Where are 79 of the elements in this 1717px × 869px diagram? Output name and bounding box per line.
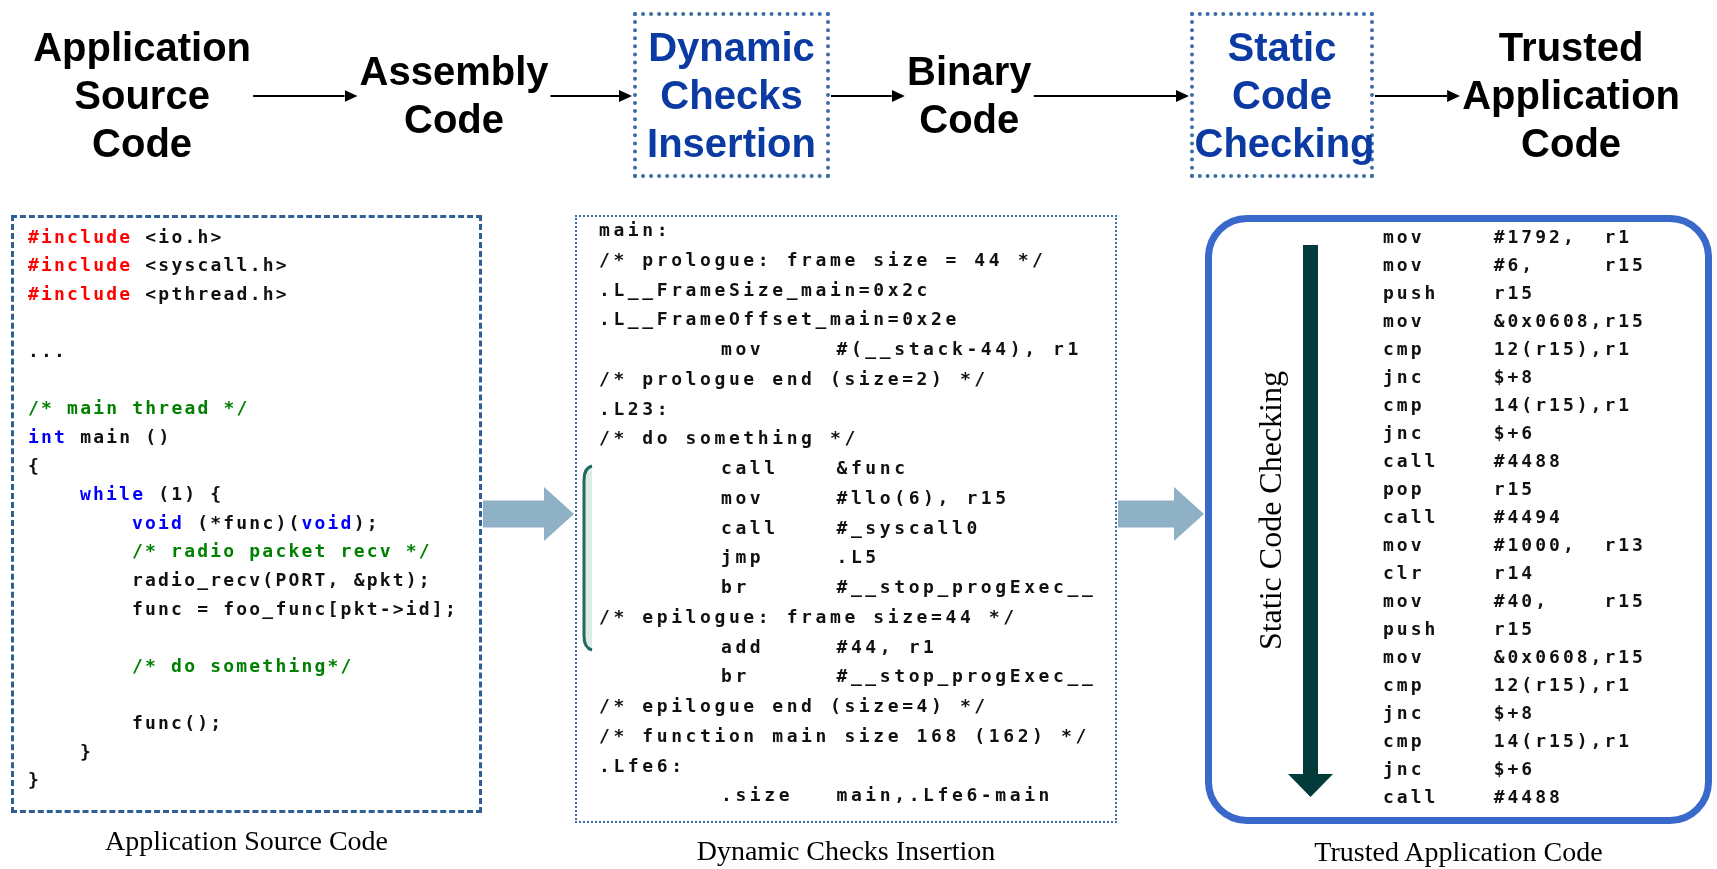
code-line: mov &0x0608,r15 [1383,309,1646,333]
arrow [1032,90,1189,102]
code-panel [11,215,482,813]
code-line: /* do something*/ [132,653,354,678]
process-box [633,12,830,178]
code-line: call #4494 [1383,505,1563,529]
code-line: jnc $+6 [1383,421,1536,445]
code-line: .L__FrameOffset_main=0x2e [599,307,960,332]
code-line: int main () [28,424,172,449]
code-line: void (*func)(void); [132,510,380,535]
code-line: call #4488 [1383,449,1563,473]
code-line: mov #(__stack-44), r1 [721,337,1082,362]
code-line: mov #llo(6), r15 [721,485,1010,510]
arrow [1374,90,1461,102]
node-label: Dynamic Checks Insertion [696,835,996,867]
code-line: cmp 12(r15),r1 [1383,673,1633,697]
code-line: /* do something */ [599,426,859,451]
code-line: .size main,.Lfe6-main [721,783,1054,808]
code-line: func(); [132,710,224,735]
process-box [1190,12,1374,178]
code-line: /* prologue end (size=2) */ [599,366,989,391]
code-line: mov #6, r15 [1383,253,1646,277]
code-line: func = foo_func[pkt->id]; [132,596,458,621]
code-line: clr r14 [1383,561,1536,585]
code-line: mov #1792, r1 [1383,225,1633,249]
stage-label: Assembly Code [358,10,550,180]
code-line: mov #1000, r13 [1383,533,1646,557]
box-label: Dynamic Checks Insertion [646,24,817,167]
code-line: br #__stop_progExec__ [721,575,1097,600]
code-line: /* epilogue: frame size=44 */ [599,604,1018,629]
code-line: .L23: [599,396,672,421]
code-line: jnc $+8 [1383,365,1536,389]
code-line: } [80,739,94,764]
node-label: Application Source Code [104,825,389,857]
code-line: mov #40, r15 [1383,589,1646,613]
code-line: add #44, r1 [721,634,938,659]
code-line: /* radio packet recv */ [132,539,432,564]
code-line: br #__stop_progExec__ [721,664,1097,689]
rotated-label: Static Code Checking [1252,370,1288,650]
code-line: .Lfe6: [599,753,686,778]
code-line: /* function main size 168 (162) */ [599,723,1090,748]
code-line: jnc $+8 [1383,701,1536,725]
arrow [549,90,632,102]
code-line: { [28,453,42,478]
arrow [483,487,574,541]
code-line: /* prologue: frame size = 44 */ [599,247,1047,272]
code-line: /* epilogue end (size=4) */ [599,694,989,719]
code-line: push r15 [1383,281,1536,305]
code-line: main: [599,218,672,243]
code-line: jnc $+6 [1383,757,1536,781]
code-panel [1205,215,1712,824]
code-line: cmp 14(r15),r1 [1383,393,1633,417]
code-line: /* main thread */ [28,396,250,421]
code-line: #include <io.h> [28,224,224,249]
arrow [830,90,905,102]
code-line: } [28,768,42,793]
code-line: #include <syscall.h> [28,253,289,278]
code-line: call #_syscall0 [721,515,981,540]
arrow [1118,487,1204,541]
code-line: push r15 [1383,617,1536,641]
node-label: Trusted Application Code [1314,836,1603,868]
code-line: call &func [721,456,909,481]
code-line: radio_recv(PORT, &pkt); [132,567,432,592]
stage-label: Trusted Application Code [1461,10,1682,180]
code-line: call #4488 [1383,785,1563,809]
code-line: cmp 14(r15),r1 [1383,729,1633,753]
code-line: .L__FrameSize_main=0x2c [599,277,932,302]
code-line: ... [28,339,68,364]
arrow [252,90,358,102]
stage-label: Binary Code [905,10,1033,180]
code-line: pop r15 [1383,477,1536,501]
box-label: Static Code Checking [1194,24,1370,167]
code-line: jmp .L5 [721,545,880,570]
code-line: #include <pthread.h> [28,281,289,306]
code-line: cmp 12(r15),r1 [1383,337,1633,361]
code-line: mov &0x0608,r15 [1383,645,1646,669]
stage-label: Application Source Code [32,10,253,180]
code-line: while (1) { [80,482,224,507]
code-panel [575,215,1117,823]
